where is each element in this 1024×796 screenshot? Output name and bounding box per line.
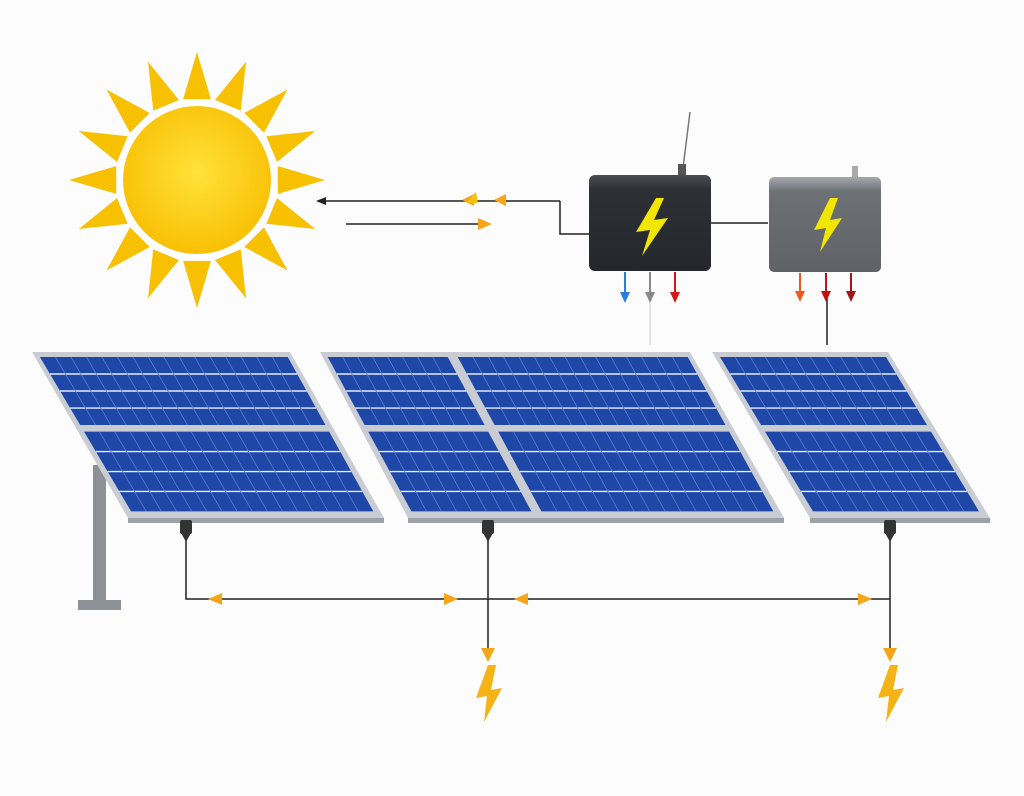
wiring — [185, 540, 891, 650]
lightning-bolt-icon — [878, 665, 904, 722]
sun-ray — [183, 260, 211, 308]
solar-panel — [712, 352, 990, 523]
sun-ray — [244, 227, 288, 271]
sun-ray — [266, 198, 316, 229]
sun-ray — [106, 89, 150, 133]
solar-panel-array — [32, 352, 990, 523]
lightning-bolt-icon — [814, 198, 842, 252]
sun-ray — [106, 227, 150, 271]
energy-flow-arrows — [316, 192, 590, 235]
lightning-bolt-icon — [476, 665, 502, 722]
panel-mount-post — [78, 465, 121, 610]
solar-panel — [320, 352, 542, 523]
sun-ray — [69, 166, 117, 194]
sun-ray — [215, 249, 246, 299]
lightning-bolt-icon — [636, 198, 668, 256]
sun-ray — [183, 52, 211, 100]
sun-ray — [148, 249, 179, 299]
sun-ray — [244, 89, 288, 133]
sun-ray — [215, 61, 246, 111]
sun-ray — [277, 166, 325, 194]
sun-ray — [78, 131, 128, 162]
sun-ray — [266, 131, 316, 162]
sun-core — [123, 106, 271, 254]
solar-panel — [450, 352, 784, 523]
sun-ray — [148, 61, 179, 111]
junction-boxes — [180, 520, 896, 542]
battery-controller-icon — [769, 166, 881, 345]
flow-arrows — [208, 593, 897, 662]
inverter-icon — [589, 111, 768, 345]
solar-panel — [32, 352, 384, 523]
sun-icon — [69, 52, 325, 308]
sun-ray — [78, 198, 128, 229]
